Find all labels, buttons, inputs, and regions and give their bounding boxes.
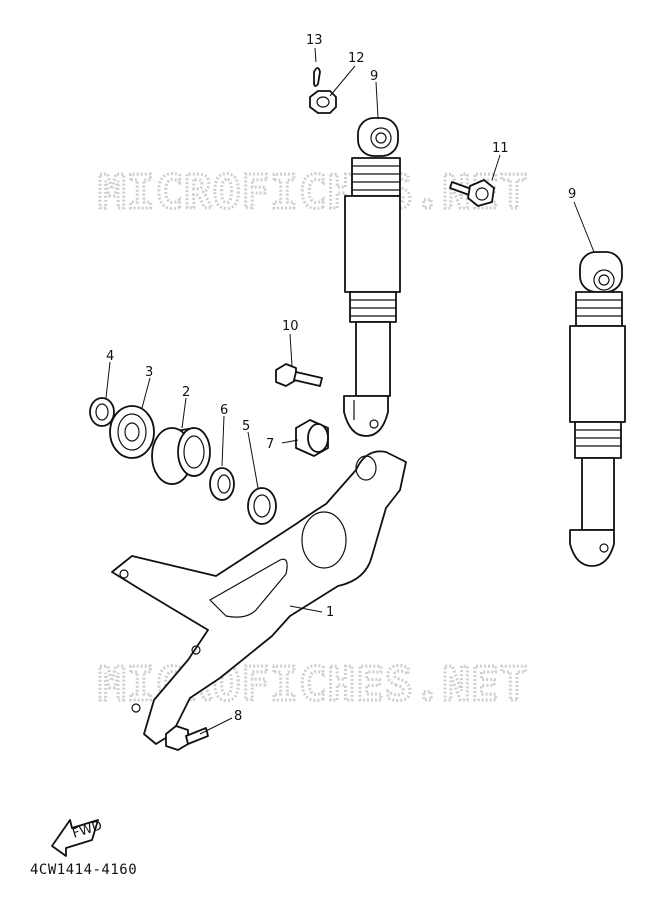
callout-12: 12 — [348, 51, 365, 66]
cotter-pin-13 — [313, 67, 321, 87]
bushing-2 — [151, 427, 211, 485]
callout-8: 8 — [234, 709, 242, 724]
nut-12 — [309, 90, 337, 114]
fwd-arrow-icon: FWD — [51, 818, 104, 857]
bolt-8 — [165, 725, 209, 751]
callout-1: 1 — [326, 605, 334, 620]
collar-6 — [209, 467, 235, 501]
watermark-top: MICROFICHES.NET — [98, 165, 528, 219]
rear-arm-1 — [111, 450, 407, 745]
bearing-3 — [109, 405, 155, 459]
callout-9-left: 9 — [370, 69, 378, 84]
collar-7 — [295, 419, 329, 457]
callout-7: 7 — [266, 437, 274, 452]
callout-6: 6 — [220, 403, 228, 418]
callout-2: 2 — [182, 385, 190, 400]
callout-4: 4 — [106, 349, 114, 364]
callout-11: 11 — [492, 141, 509, 156]
callout-3: 3 — [145, 365, 153, 380]
callout-9-right: 9 — [568, 187, 576, 202]
diagram-code: 4CW1414-4160 — [30, 862, 138, 878]
bolt-10 — [275, 363, 323, 387]
oil-seal-5 — [247, 487, 277, 525]
callout-10: 10 — [282, 319, 299, 334]
shock-absorber-9-right — [569, 251, 626, 567]
callout-13: 13 — [306, 33, 323, 48]
bolt-11 — [449, 179, 495, 207]
shock-absorber-9-left — [343, 117, 401, 437]
oil-seal-4 — [89, 397, 115, 427]
callout-5: 5 — [242, 419, 250, 434]
